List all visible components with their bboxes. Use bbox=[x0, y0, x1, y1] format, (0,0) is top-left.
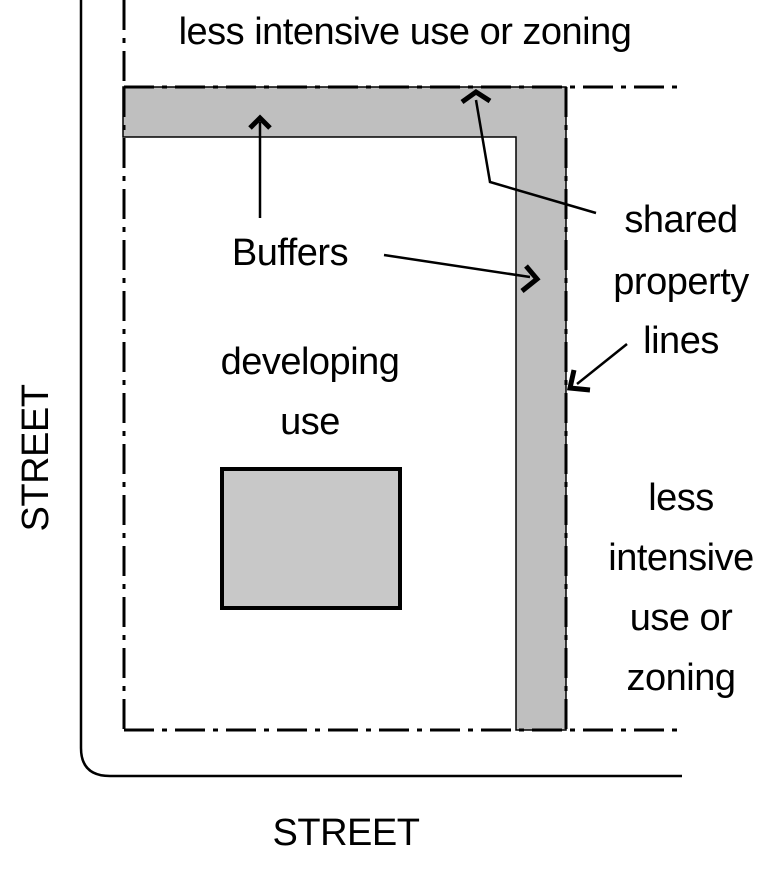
label-developing-use-2: use bbox=[280, 401, 340, 443]
buffer-strip bbox=[122, 86, 567, 731]
shared-lines-arrowhead-top-icon bbox=[460, 88, 492, 105]
label-street-left: STREET bbox=[15, 384, 57, 531]
label-right-neighbor-4: zoning bbox=[627, 657, 736, 699]
label-right-neighbor-2: intensive bbox=[608, 537, 753, 579]
label-top-neighbor: less intensive use or zoning bbox=[179, 11, 632, 53]
shared-lines-arrowhead-right-icon bbox=[566, 369, 591, 393]
label-shared-lines-2: property bbox=[613, 261, 749, 303]
label-buffers: Buffers bbox=[232, 232, 348, 274]
shared-lines-leader-top bbox=[474, 99, 597, 215]
buffers-arrowhead-up-icon bbox=[248, 114, 272, 130]
label-shared-lines-3: lines bbox=[643, 320, 719, 362]
building-footprint bbox=[220, 467, 402, 610]
buffers-arrowhead-right-icon bbox=[520, 264, 541, 293]
buffers-leader-right bbox=[383, 253, 531, 279]
label-shared-lines-1: shared bbox=[624, 199, 737, 241]
street-curb-line bbox=[79, 0, 682, 778]
label-developing-use-1: developing bbox=[221, 341, 400, 383]
label-street-bottom: STREET bbox=[273, 812, 420, 854]
label-right-neighbor-1: less bbox=[648, 477, 714, 519]
shared-lines-leader-right bbox=[576, 343, 628, 385]
label-right-neighbor-3: use or bbox=[630, 597, 733, 639]
